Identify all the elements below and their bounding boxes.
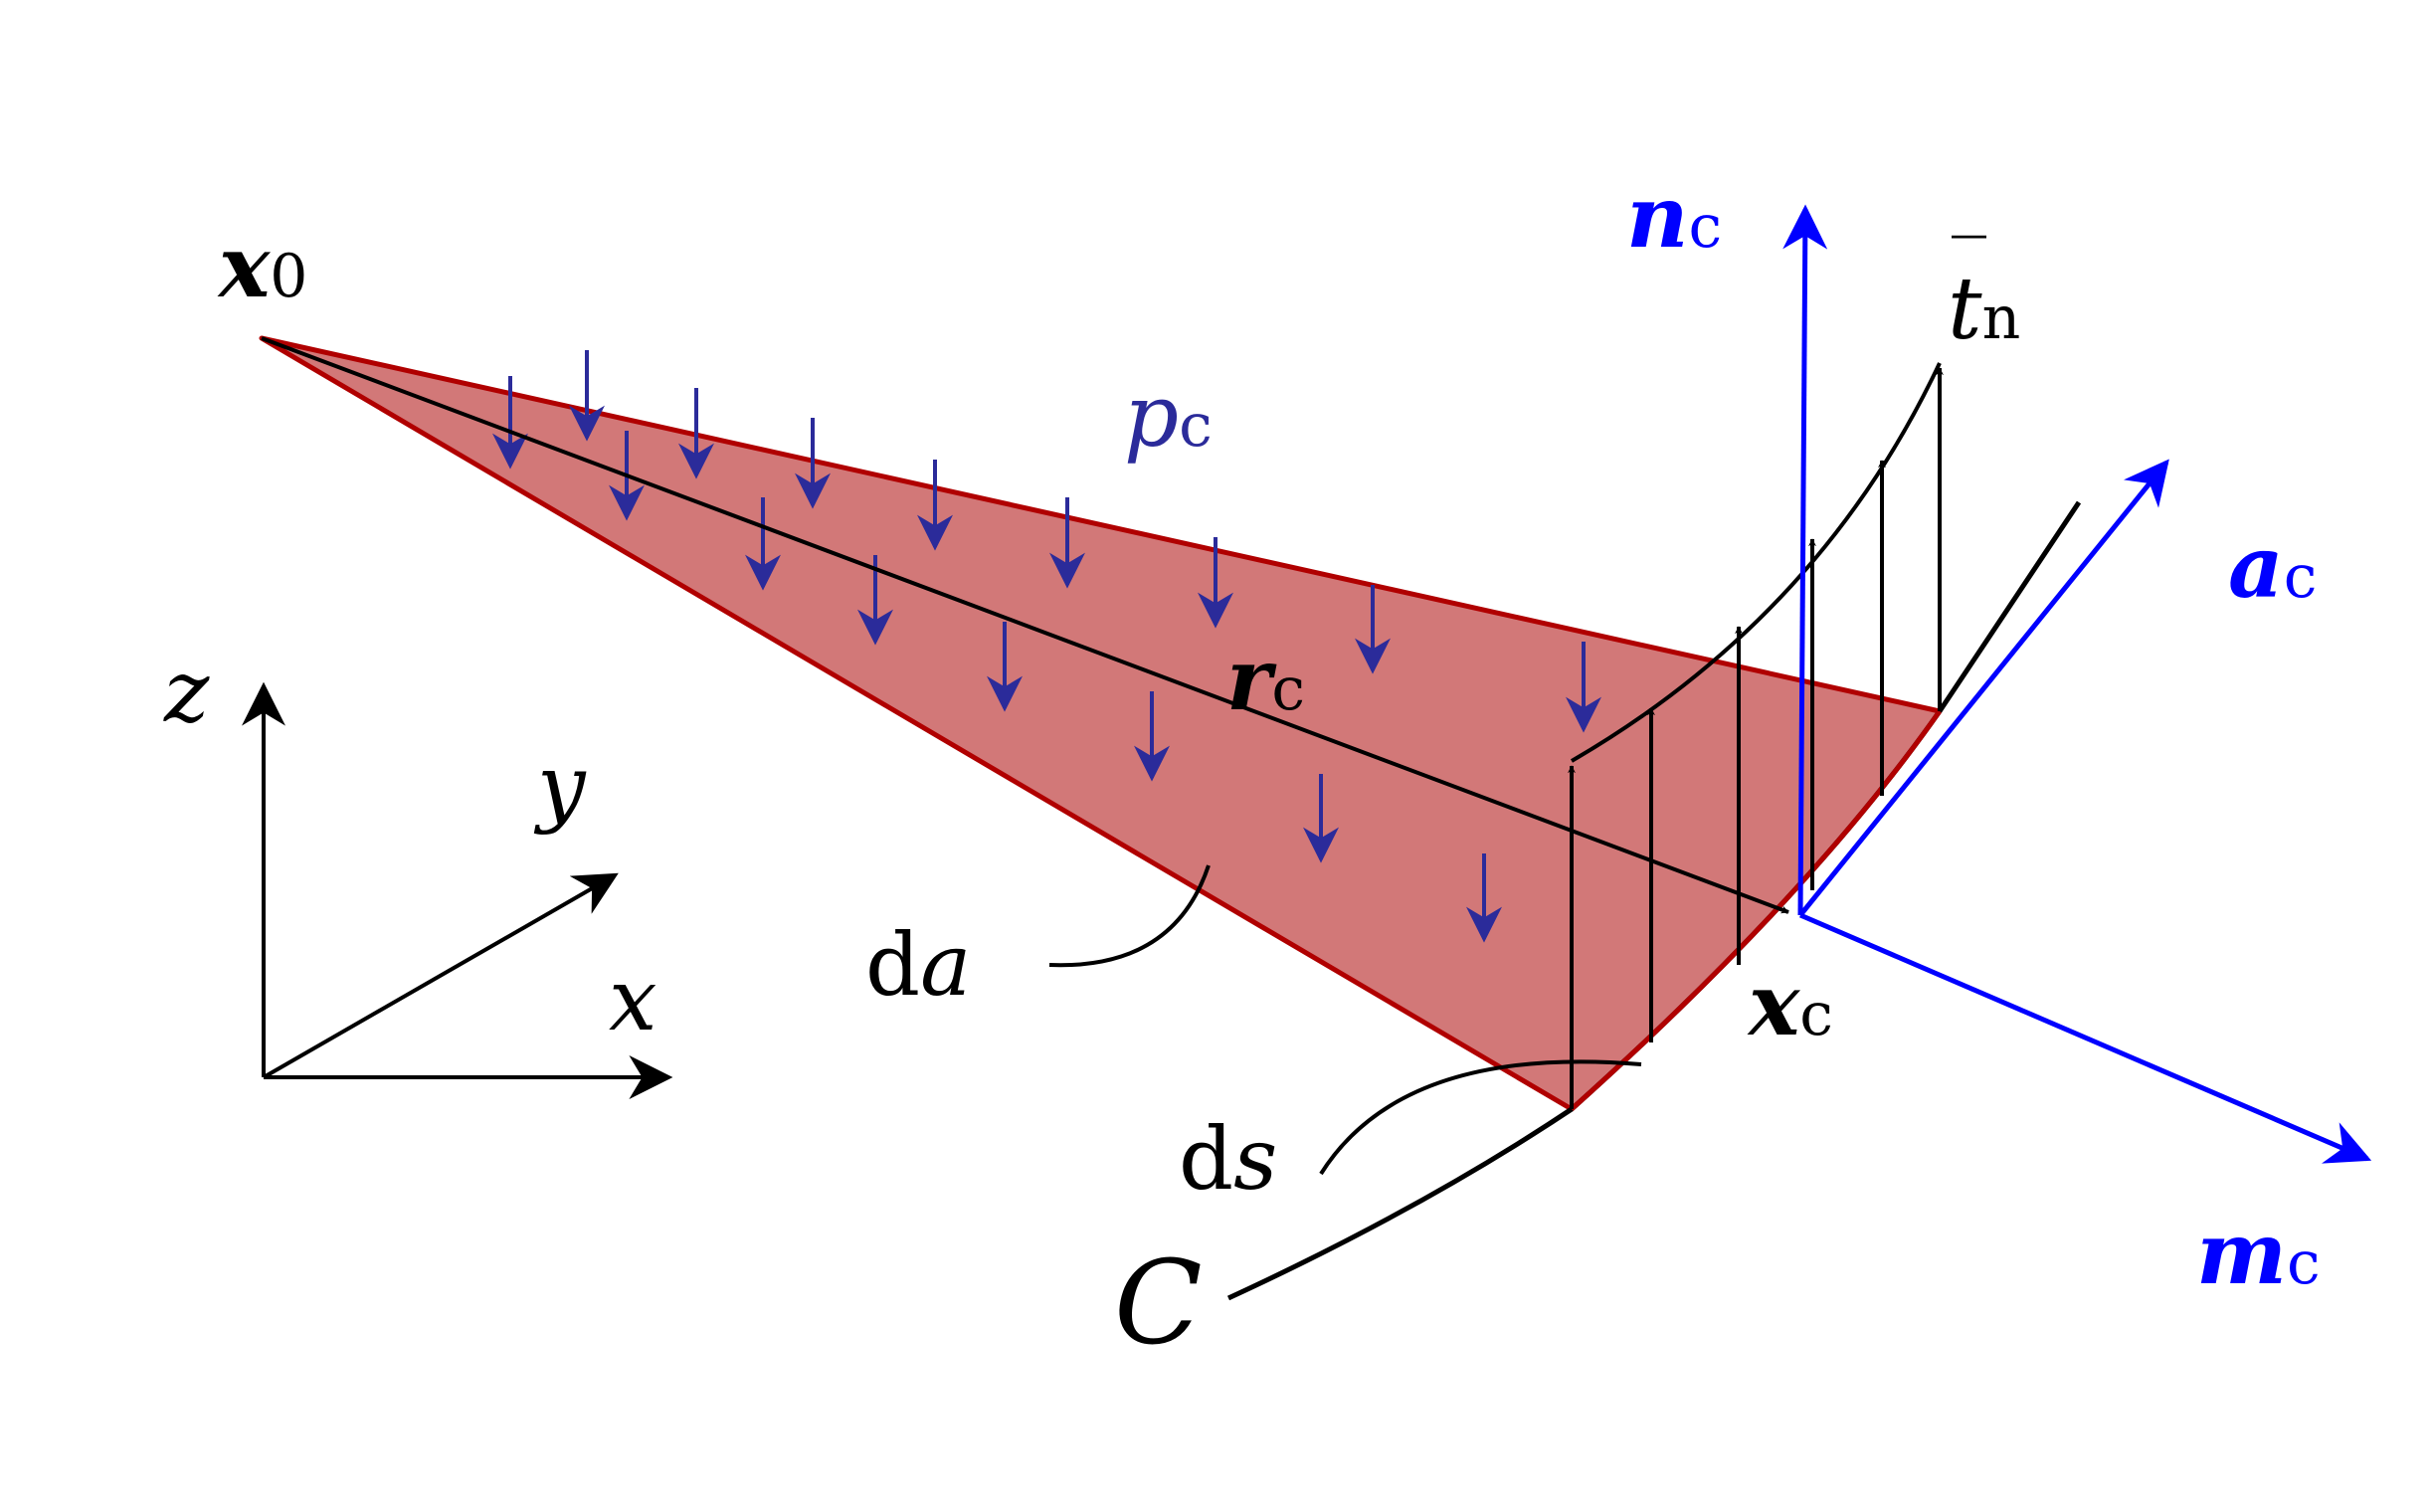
coordinate-frame (242, 681, 673, 1099)
label-x0: x0 (217, 217, 307, 317)
label-rc: rc (1226, 630, 1305, 730)
label-axis-y: y (533, 737, 587, 837)
label-axis-x: x (609, 951, 657, 1050)
vector-nc (1782, 204, 1828, 916)
label-curve-c: C (1114, 1236, 1203, 1371)
label-axis-z: z (163, 643, 210, 742)
vector-ac (1798, 459, 2169, 917)
traction-arrows (1568, 367, 1944, 1109)
label-ac: ac (2228, 517, 2317, 618)
label-mc: mc (2196, 1204, 2321, 1304)
label-nc: nc (1626, 167, 1722, 268)
label-tn: tn (1948, 260, 2020, 359)
vector-rc (261, 336, 1789, 914)
label-xc: xc (1747, 955, 1833, 1055)
leader-ds (1319, 1059, 1642, 1176)
vector-mc (1799, 912, 2372, 1164)
label-pc: pc (1124, 367, 1213, 467)
leader-da (1048, 864, 1211, 968)
axis-y-arrow (263, 872, 619, 1079)
pressure-region (259, 335, 1943, 1112)
label-da: da (865, 916, 971, 1016)
label-ds: ds (1179, 1110, 1277, 1210)
traction-envelope (1570, 362, 1942, 763)
label-tn-bar: ‾ (1952, 224, 1986, 305)
curve-c-contact-part (1570, 709, 1943, 1111)
